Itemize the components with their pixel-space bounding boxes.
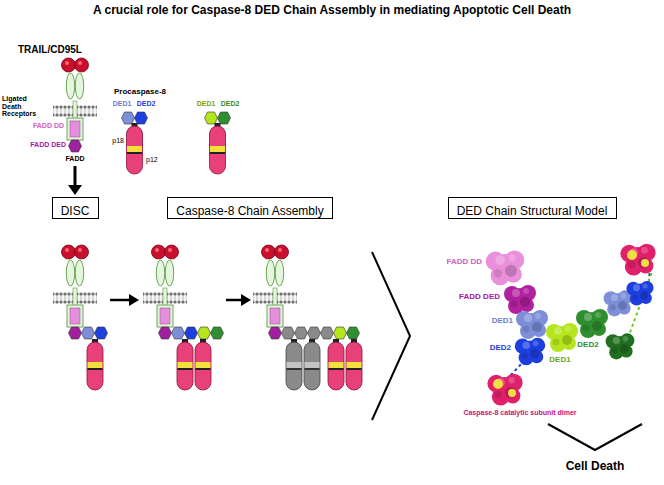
part-label: FADD DED [459, 293, 500, 302]
stage-box: DISC [52, 197, 99, 219]
part-label: Procaspase-8 [114, 88, 166, 97]
fadd-dd-surface [486, 250, 524, 285]
fadd-ded [269, 327, 282, 339]
ded2-domain [347, 327, 360, 339]
fadd-ded [69, 327, 82, 339]
arrow-head [241, 294, 251, 306]
ded-domain [295, 327, 308, 339]
caspase-body [328, 339, 344, 390]
ded1-surface [546, 323, 578, 352]
part-label: Cell Death [566, 460, 625, 473]
ded2-domain [135, 112, 148, 124]
caspase-body [346, 339, 362, 390]
catalytic-dimer [493, 379, 503, 389]
caspase-body [195, 339, 211, 390]
arrow-shaft [226, 299, 242, 302]
ded2-domain [185, 327, 198, 339]
ded1-surface [604, 290, 633, 316]
fadd-ded [69, 140, 82, 152]
ded2-surface [515, 338, 545, 366]
part-label: FADD [65, 155, 84, 163]
part-label: Caspase-8 catalytic subunit dimer [463, 409, 576, 417]
ded1-domain [172, 327, 185, 339]
part-label: Ligated Death Receptors [2, 95, 48, 118]
arrow-shaft [74, 166, 77, 186]
caspase-body [286, 339, 302, 390]
part-label: DED2 [577, 341, 598, 350]
part-label: p18 [112, 137, 124, 145]
death-receptor [253, 245, 297, 327]
stage-box: DED Chain Structural Model [448, 197, 617, 219]
ded1-domain [122, 112, 135, 124]
part-label: DED2 [490, 344, 511, 353]
box-label: DED Chain Structural Model [457, 205, 608, 219]
part-label: TRAIL/CD95L [18, 44, 82, 55]
part-label: DED1 [549, 356, 570, 365]
catalytic-dimer [508, 389, 516, 397]
part-label: FADD DD [446, 258, 482, 267]
part-label: DED2 [137, 100, 156, 108]
part-label: FADD DD [33, 122, 64, 130]
arrow-head [129, 294, 139, 306]
death-receptor [53, 245, 97, 327]
ded2-domain [95, 327, 108, 339]
box-label: DISC [61, 205, 90, 219]
ded1-domain [198, 327, 211, 339]
caspase-body [210, 123, 226, 174]
box-label: Caspase-8 Chain Assembly [176, 205, 323, 219]
ded-domain [321, 327, 334, 339]
caspase-body [304, 339, 320, 390]
ded2-surface [606, 333, 635, 359]
bracket [548, 424, 642, 450]
ded-domain [282, 327, 295, 339]
ded-domain [308, 327, 321, 339]
ded1-surface [516, 310, 548, 339]
ded1-domain [334, 327, 347, 339]
ded2-surface [576, 309, 608, 338]
bracket [372, 252, 410, 420]
figure-title: A crucial role for Caspase-8 DED Chain A… [93, 4, 571, 17]
stage-box: Caspase-8 Chain Assembly [167, 197, 333, 219]
caspase-body [127, 123, 143, 174]
fadd-ded-surface [504, 285, 536, 314]
caspase-body [177, 339, 193, 390]
ded1-domain [82, 327, 95, 339]
caspase-body [87, 339, 103, 390]
death-receptor [143, 245, 187, 327]
part-label: p12 [146, 156, 158, 164]
ded1-domain [205, 112, 218, 124]
part-label: DED1 [113, 100, 132, 108]
ded2-surface [626, 281, 653, 306]
catalytic-dimer [620, 244, 655, 276]
fadd-ded [159, 327, 172, 339]
arrow-shaft [110, 299, 130, 302]
catalytic-dimer [627, 250, 637, 260]
ded2-domain [218, 112, 231, 124]
part-label: DED2 [221, 100, 240, 108]
catalytic-dimer [487, 374, 522, 406]
part-label: DED1 [197, 100, 216, 108]
ded2-domain [211, 327, 224, 339]
part-label: DED1 [492, 317, 513, 326]
arrow-head [68, 185, 82, 195]
part-label: FADD DED [30, 141, 66, 149]
catalytic-dimer [641, 259, 649, 267]
